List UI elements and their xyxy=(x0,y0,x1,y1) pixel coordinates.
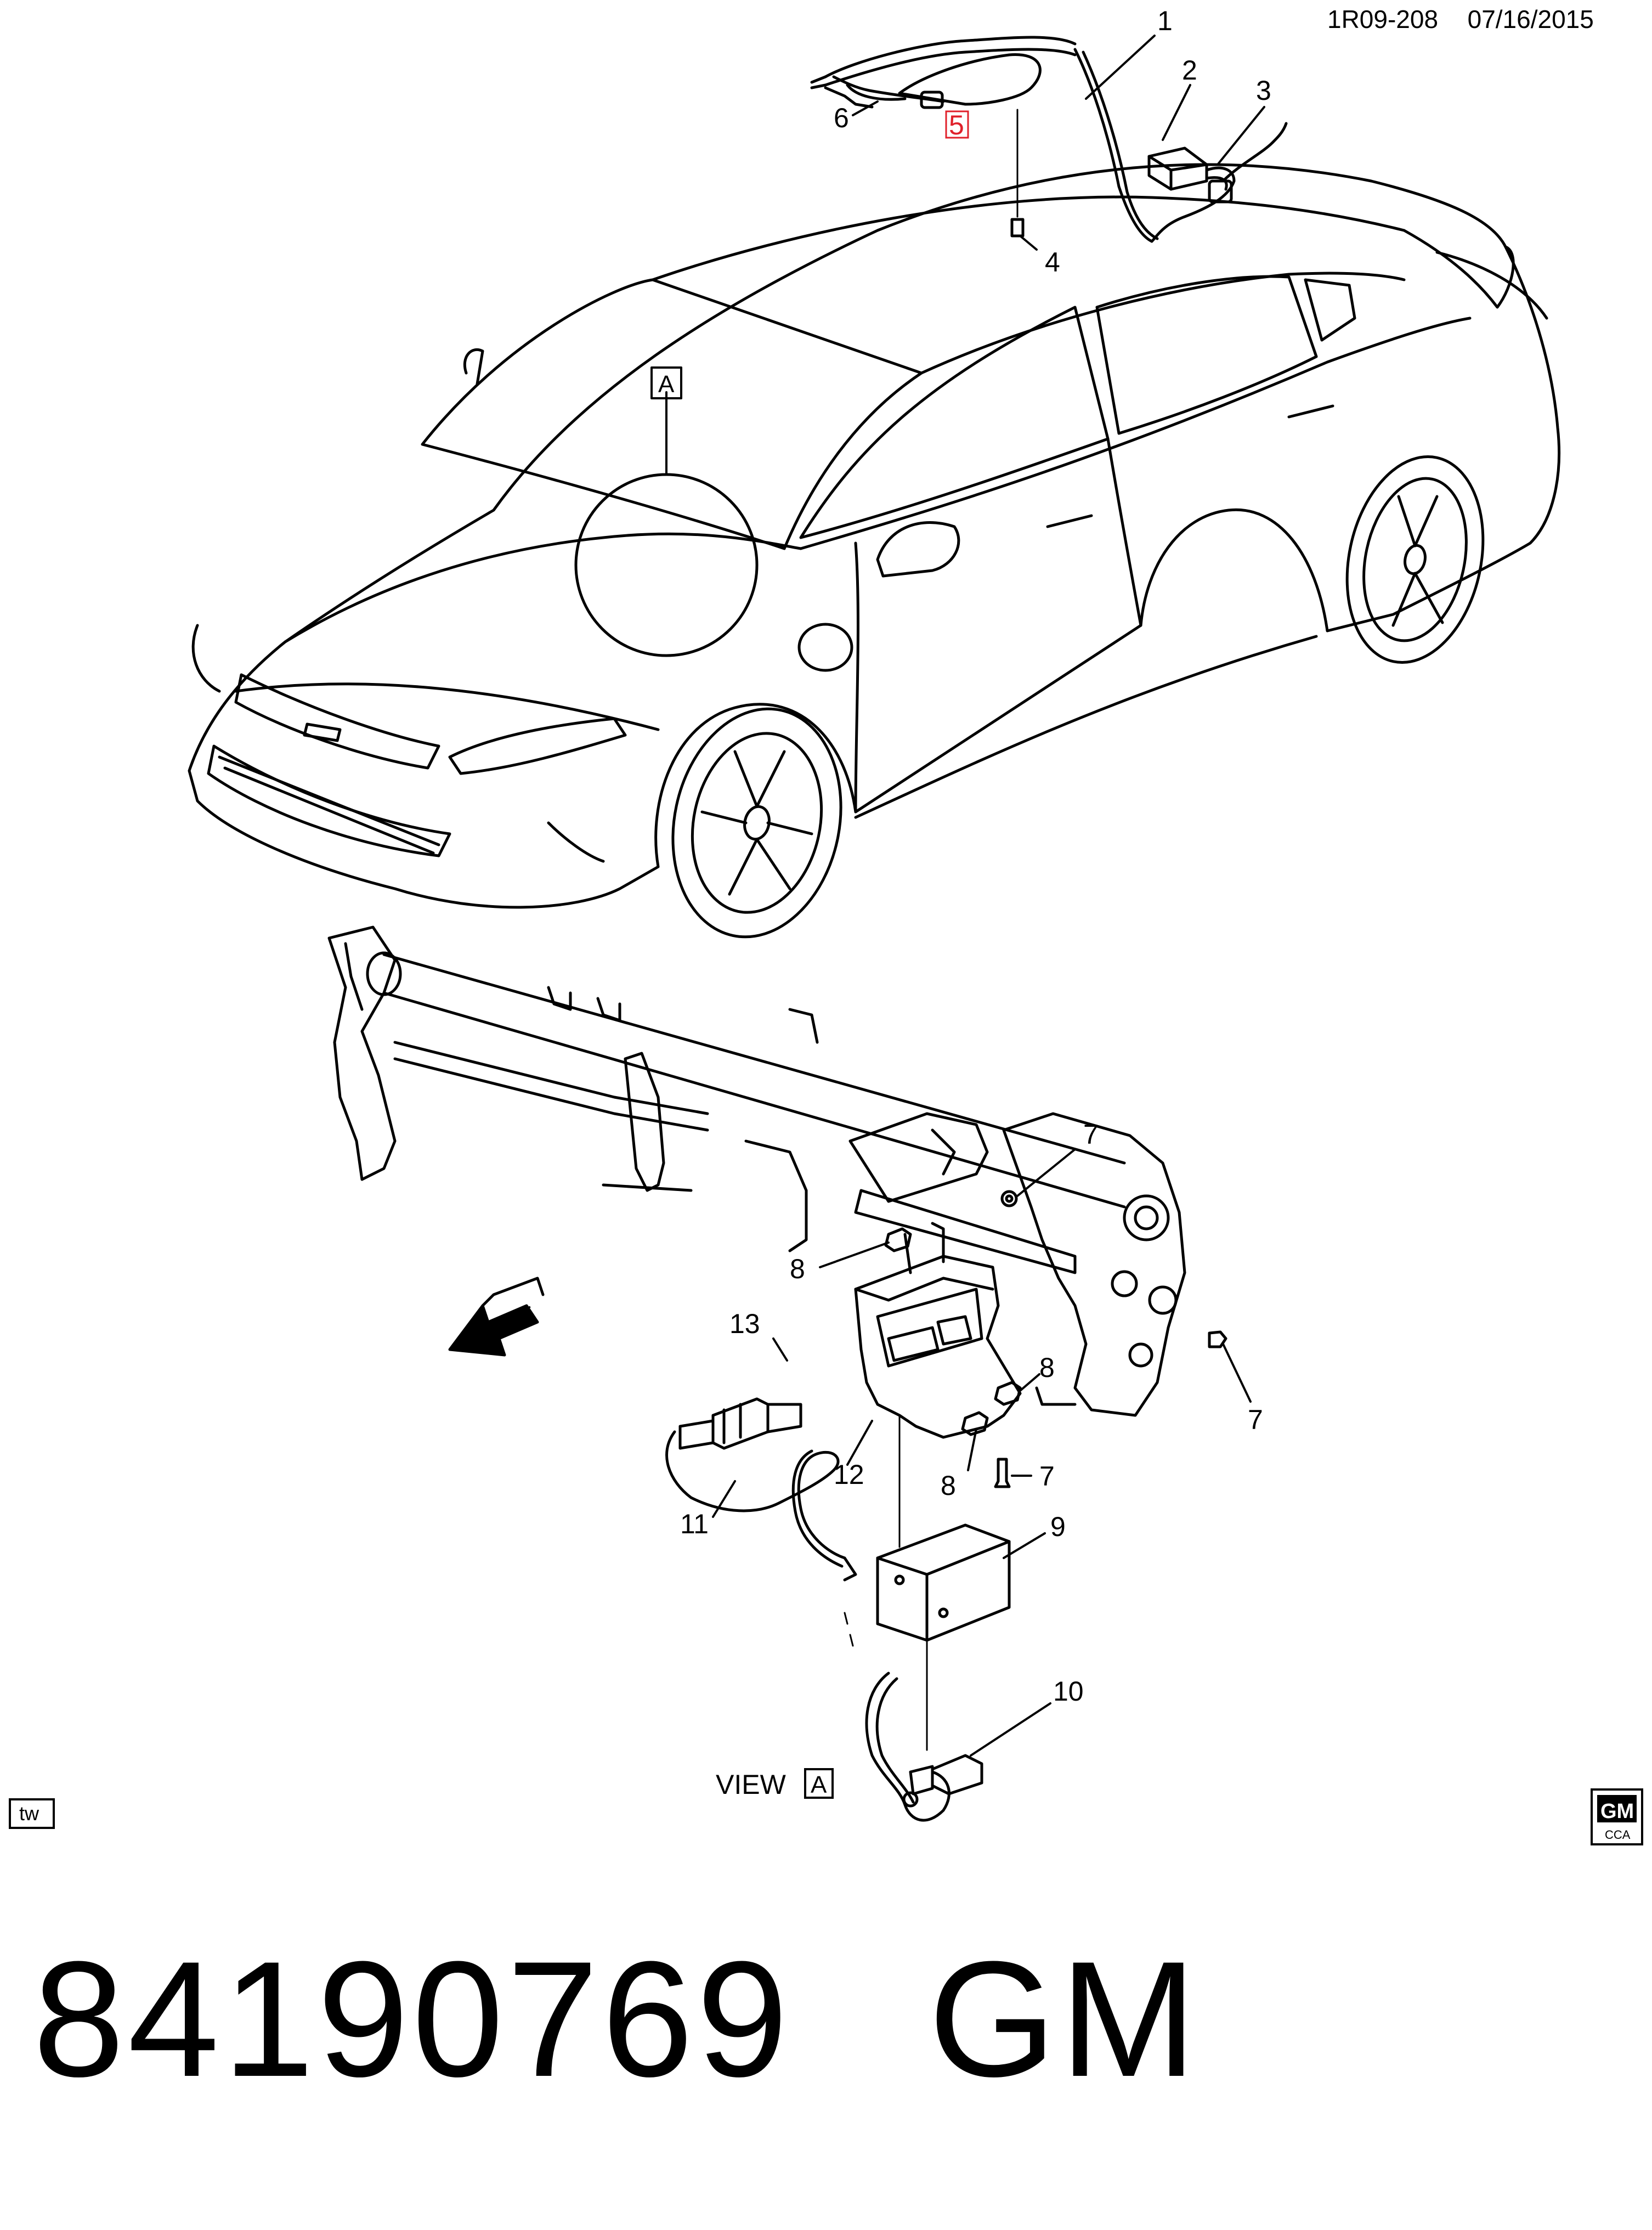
front-direction-arrow xyxy=(448,1277,545,1357)
view-a-box xyxy=(804,1768,834,1799)
detail-marker-a: A xyxy=(658,371,675,398)
callout-2: 2 xyxy=(1182,55,1197,86)
gm-logo: GM CCA xyxy=(1591,1788,1643,1845)
harness-connector xyxy=(665,1397,857,1582)
view-a-letter: A xyxy=(811,1771,827,1798)
callout-8-upper: 8 xyxy=(790,1254,805,1284)
diagram-date: 07/16/2015 xyxy=(1467,5,1594,33)
callout-9: 9 xyxy=(1050,1511,1066,1542)
diagram-id: 1R09-208 xyxy=(1327,5,1439,33)
callout-5-highlight-box xyxy=(945,110,969,139)
callout-1: 1 xyxy=(1157,5,1173,36)
callout-6: 6 xyxy=(834,103,849,133)
gm-logo-sub: CCA xyxy=(1605,1828,1631,1842)
control-module xyxy=(844,1523,1011,1751)
callout-10: 10 xyxy=(1053,1676,1084,1707)
vehicle-illustration xyxy=(188,163,1561,939)
gm-logo-text: GM xyxy=(1600,1800,1634,1823)
callout-11: 11 xyxy=(680,1509,709,1539)
leader-lines xyxy=(712,35,1265,1757)
cross-car-beam xyxy=(327,925,1186,1417)
callout-12: 12 xyxy=(834,1459,864,1490)
callout-4: 4 xyxy=(1045,247,1060,278)
callout-13: 13 xyxy=(729,1308,760,1339)
callout-7-lower: 7 xyxy=(1039,1461,1055,1492)
detail-circle-a xyxy=(574,366,759,657)
callout-3: 3 xyxy=(1256,75,1271,106)
view-a-harness xyxy=(865,1672,983,1822)
module-bracket xyxy=(854,1190,1227,1548)
tw-badge: tw xyxy=(19,1802,39,1825)
roof-module xyxy=(1147,122,1288,243)
callout-7-right: 7 xyxy=(1248,1404,1263,1435)
callout-8-right: 8 xyxy=(1039,1352,1055,1383)
callout-5: 5 xyxy=(949,110,964,140)
roof-antenna-harness xyxy=(810,36,1159,243)
view-a-label: VIEW xyxy=(716,1769,787,1800)
callout-8-lower: 8 xyxy=(941,1470,956,1501)
brand-label: GM xyxy=(928,1927,1201,2111)
front-direction-label: FRT xyxy=(485,1301,539,1343)
callout-7-upper: 7 xyxy=(1083,1119,1099,1150)
diagram-header: 1R09-208 07/16/2015 xyxy=(1327,4,1594,34)
tw-badge-box xyxy=(9,1798,55,1829)
part-number: 84190769 xyxy=(33,1927,791,2111)
